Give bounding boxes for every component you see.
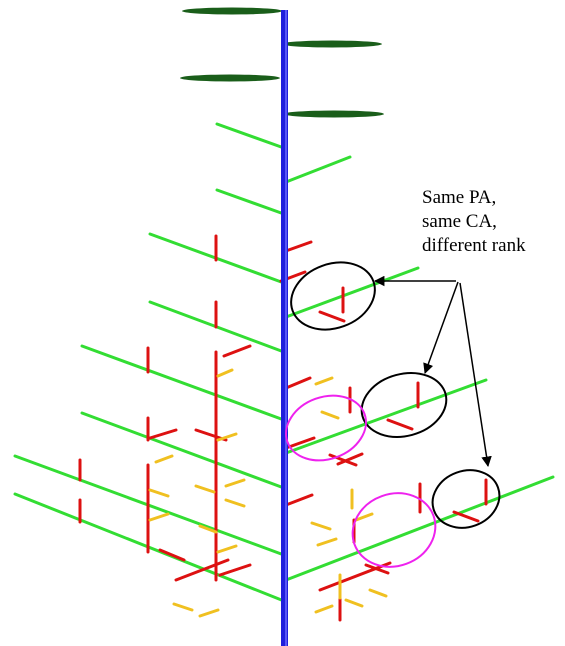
branch-order-1 <box>80 344 286 422</box>
annotation-line-2: same CA, <box>422 211 497 232</box>
branch-order-1 <box>215 122 286 150</box>
callout-ellipse-middle <box>360 372 448 438</box>
branch-order-2 <box>364 563 390 575</box>
leaves <box>180 7 384 118</box>
leaf <box>180 74 280 82</box>
branch-order-3 <box>368 588 388 598</box>
leaf <box>182 7 282 15</box>
branch-order-1 <box>80 411 286 490</box>
branch-order-2 <box>452 510 480 523</box>
compare-ellipse-upper <box>285 394 367 462</box>
trunk <box>281 10 288 646</box>
branch-order-2 <box>318 310 346 323</box>
branch-order-1 <box>284 378 488 455</box>
branch-order-2 <box>218 563 252 577</box>
leaf <box>284 110 384 118</box>
branch-order-3 <box>148 488 170 498</box>
branch-order-2 <box>222 344 252 358</box>
branch-order-2 <box>328 453 358 467</box>
branch-order-3 <box>194 484 216 494</box>
callout-ellipse-upper <box>290 261 376 331</box>
branch-order-3 <box>344 598 364 608</box>
main-stem <box>281 10 288 646</box>
arrow-to-middle <box>423 281 459 374</box>
leaf <box>282 40 382 48</box>
annotation-line-3: different rank <box>422 235 526 256</box>
branch-order-2 <box>336 452 364 466</box>
branch-order-3 <box>354 512 374 522</box>
branch-order-1 <box>284 155 352 184</box>
branch-order-3 <box>314 376 334 386</box>
branch-order-3 <box>224 478 246 488</box>
annotation-line-1: Same PA, <box>422 187 497 208</box>
branch-order-3 <box>316 537 338 547</box>
branch-order-3 <box>216 368 234 378</box>
callout-ellipse-lower <box>431 469 501 529</box>
branch-order-3 <box>224 498 246 508</box>
branch-order-3 <box>154 454 174 464</box>
branch-order-3 <box>320 410 340 420</box>
branch-order-2 <box>318 561 392 592</box>
branch-order-2 <box>174 558 230 582</box>
compare-ellipses <box>285 394 437 568</box>
compare-ellipse-lower <box>351 492 437 568</box>
branch-order-3 <box>198 608 220 618</box>
order-3-branches <box>148 368 388 618</box>
branch-order-1 <box>215 188 286 216</box>
branch-order-1 <box>284 266 420 319</box>
callout-ellipses <box>290 261 501 529</box>
branch-order-2 <box>158 548 186 562</box>
branch-order-2 <box>148 428 178 440</box>
pointer-arrows <box>373 275 492 468</box>
branch-order-3 <box>216 544 238 554</box>
branch-order-2 <box>386 418 414 431</box>
branch-order-3 <box>216 432 238 442</box>
branch-order-3 <box>314 604 334 614</box>
branch-order-3 <box>148 512 170 522</box>
branch-order-2 <box>284 493 314 507</box>
branch-order-3 <box>172 602 194 612</box>
arrow-to-lower <box>459 282 492 468</box>
branch-order-3 <box>310 521 332 531</box>
branch-order-3 <box>198 524 218 534</box>
annotation-text: Same PA, same CA, different rank <box>422 186 562 258</box>
branch-order-2 <box>284 376 312 390</box>
branch-order-1 <box>284 475 555 582</box>
